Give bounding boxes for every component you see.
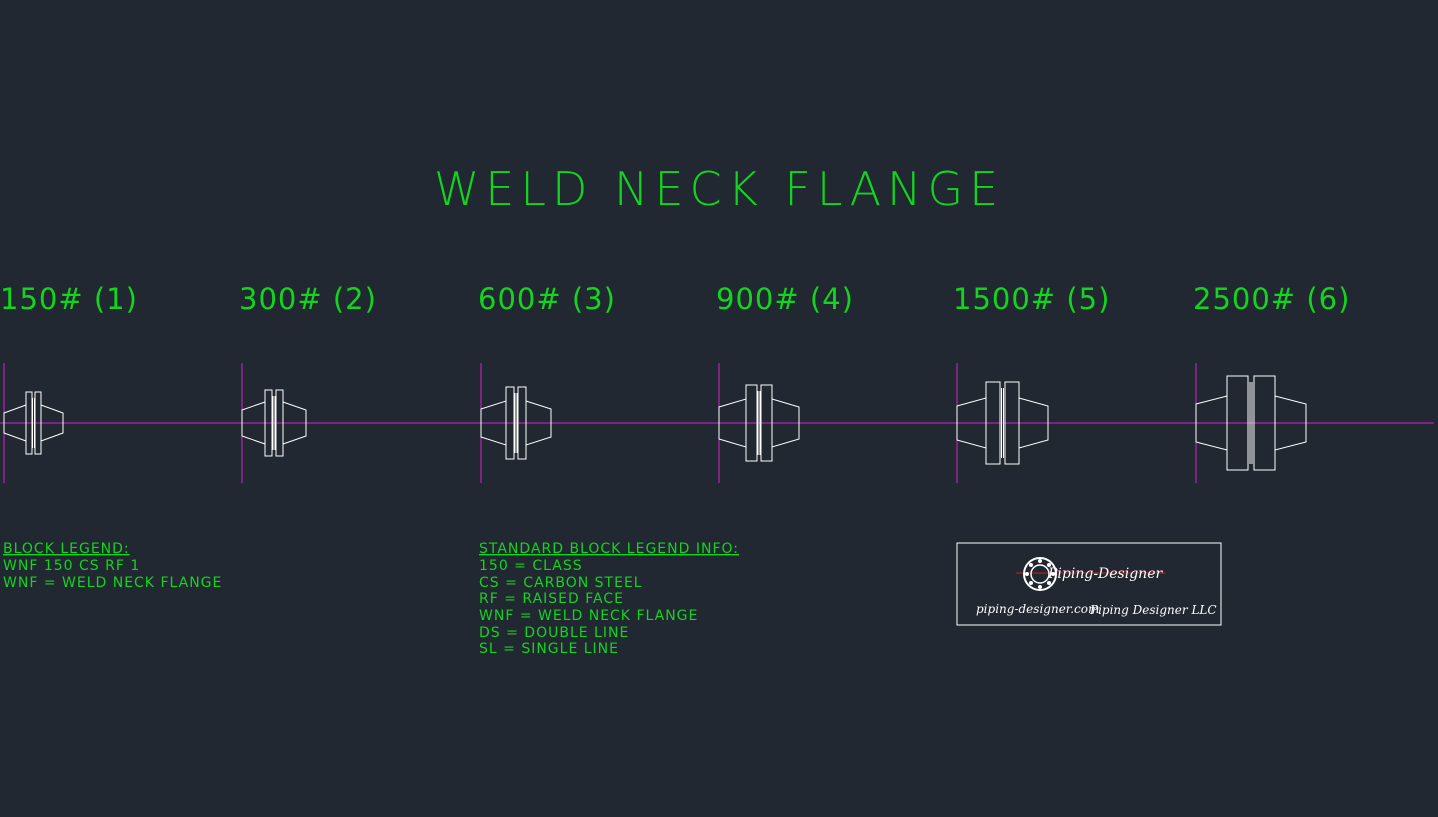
flange-hub xyxy=(282,401,307,445)
standard-legend-line: DS = DOUBLE LINE xyxy=(479,625,629,641)
flange-class-label: 300# (2) xyxy=(239,282,377,316)
flange-hub xyxy=(40,404,64,442)
logo-box: Piping-Designer piping-designer.com Pipi… xyxy=(956,542,1222,626)
flange-class-label: 2500# (6) xyxy=(1193,282,1350,316)
flange-hub xyxy=(771,398,800,448)
flange-class-label: 1500# (5) xyxy=(953,282,1110,316)
block-legend-line: WNF = WELD NECK FLANGE xyxy=(3,575,222,591)
flange-block xyxy=(241,363,307,483)
flange-block xyxy=(1195,363,1307,483)
flange-disc xyxy=(985,381,1001,465)
block-legend: BLOCK LEGEND: WNF 150 CS RF 1 WNF = WELD… xyxy=(3,541,222,591)
logo-brand: Piping-Designer xyxy=(1047,566,1163,582)
standard-legend-line: WNF = WELD NECK FLANGE xyxy=(479,608,698,624)
flange-block xyxy=(3,363,64,483)
flange-blocks xyxy=(3,363,1307,483)
standard-legend-line: SL = SINGLE LINE xyxy=(479,641,619,657)
logo-site: piping-designer.com xyxy=(976,602,1099,616)
flange-class-label: 150# (1) xyxy=(0,282,138,316)
flange-block xyxy=(956,363,1049,483)
flange-block xyxy=(480,363,552,483)
flange-labels: 150# (1) 300# (2) 600# (3) 900# (4) 1500# (5… xyxy=(0,282,1350,316)
flange-disc xyxy=(505,386,515,460)
standard-legend: STANDARD BLOCK LEGEND INFO: 150 = CLASS … xyxy=(479,541,739,657)
flange-class-label: 600# (3) xyxy=(478,282,616,316)
standard-legend-line: 150 = CLASS xyxy=(479,558,583,574)
flange-logo-icon xyxy=(1023,557,1057,591)
standard-legend-line: CS = CARBON STEEL xyxy=(479,575,643,591)
flange-disc xyxy=(264,389,273,457)
flange-disc xyxy=(1226,375,1249,471)
drawing-title: WELD NECK FLANGE xyxy=(434,162,1004,216)
flange-disc xyxy=(745,384,758,462)
standard-legend-line: RF = RAISED FACE xyxy=(479,591,624,607)
flange-hub xyxy=(525,400,552,446)
flange-class-label: 900# (4) xyxy=(716,282,854,316)
logo-company: Piping Designer LLC xyxy=(1089,603,1217,617)
flange-block xyxy=(718,363,800,483)
flange-hub xyxy=(1274,395,1307,451)
block-legend-line: WNF 150 CS RF 1 xyxy=(3,558,140,574)
block-legend-heading: BLOCK LEGEND: xyxy=(3,541,130,557)
standard-legend-heading: STANDARD BLOCK LEGEND INFO: xyxy=(479,541,739,557)
flange-hub xyxy=(1018,397,1049,449)
logo-frame xyxy=(956,542,1222,626)
